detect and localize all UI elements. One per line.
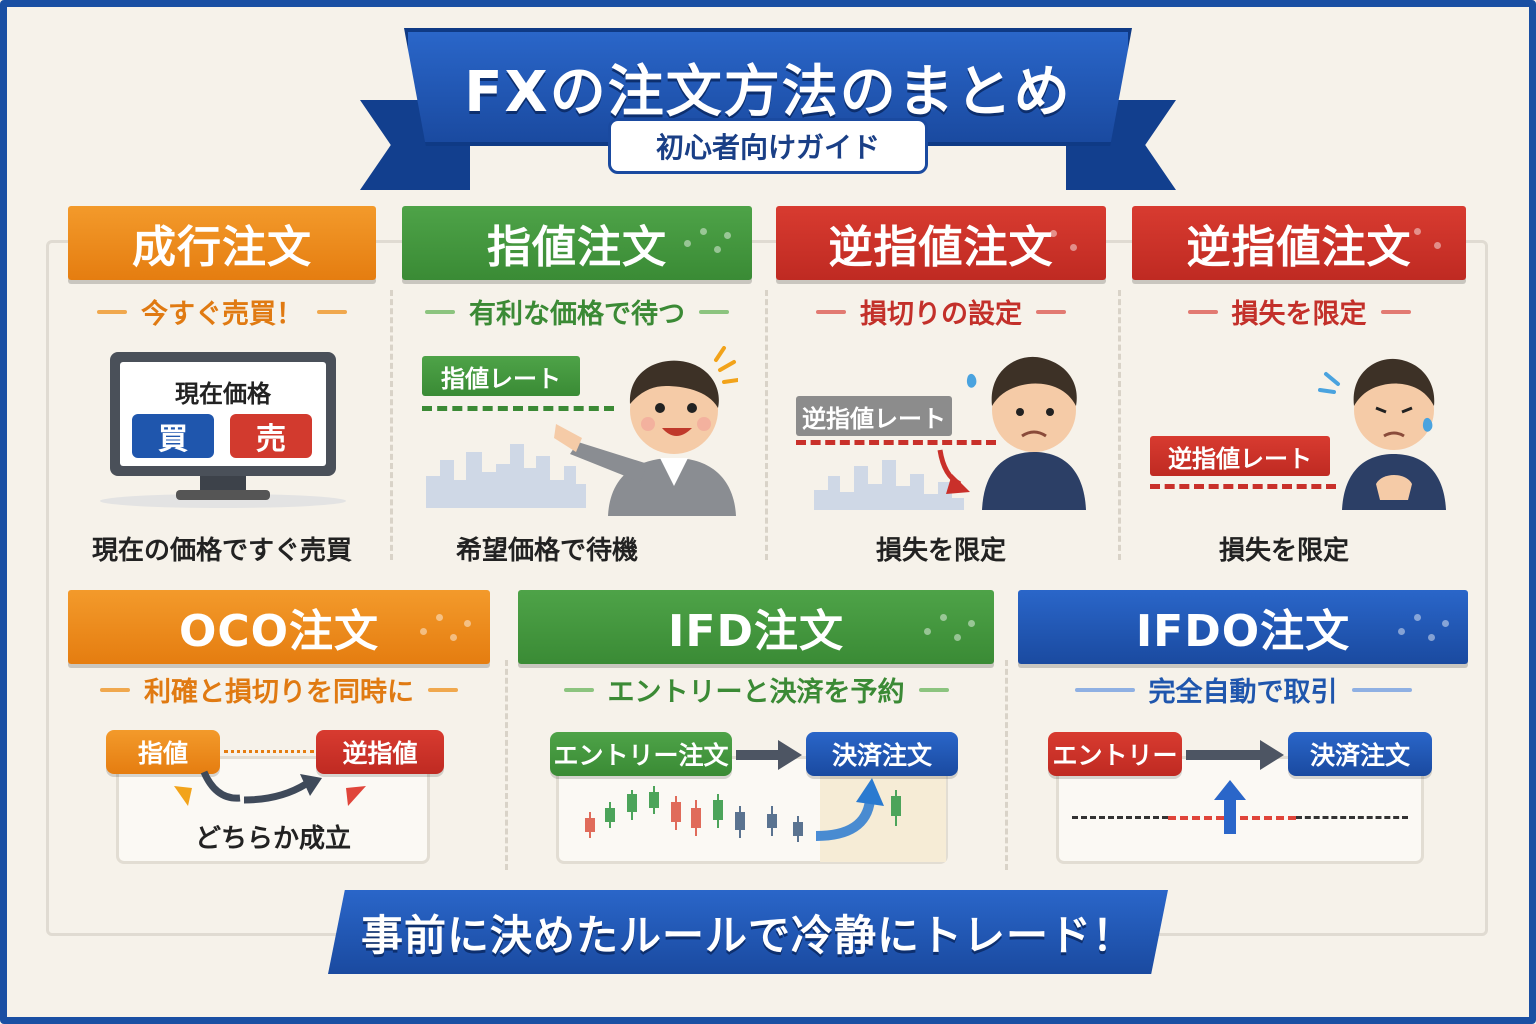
divider xyxy=(1005,660,1008,870)
current-price-label: 現在価格 xyxy=(175,380,271,408)
dash xyxy=(1351,687,1412,692)
stop-rate-line xyxy=(1150,484,1336,489)
oco-limit-pill: 指値 xyxy=(106,730,220,774)
tagline-text: 損切りの設定 xyxy=(860,299,1022,330)
ifdo-entry-pill: エントリー xyxy=(1048,732,1182,776)
footer-message: 事前に決めたルールで冷静にトレード！ xyxy=(360,910,1135,960)
card-market-order-header: 成行注文 xyxy=(68,206,376,280)
card-limit-order-header: 指値注文 xyxy=(402,206,752,280)
card-oco-header: OCO注文 xyxy=(68,590,490,664)
stop-rate-tag: 逆指値レート xyxy=(1150,436,1330,476)
down-arrow-icon xyxy=(937,449,970,494)
card-title: 逆指値注文 xyxy=(828,222,1054,273)
dash xyxy=(918,687,949,692)
card-title: OCO注文 xyxy=(178,606,380,657)
dash xyxy=(100,687,130,692)
oco-link-line xyxy=(224,750,314,753)
card-title: 指値注文 xyxy=(487,222,667,273)
city-skyline-icon xyxy=(814,460,964,510)
card-title: 逆指値注文 xyxy=(1186,222,1412,273)
sparkle-dots xyxy=(1390,220,1450,264)
card-ifd-tagline: エントリーと決済を予約 xyxy=(518,670,994,709)
card-market-order-tagline: 今すぐ売買！ xyxy=(68,292,376,331)
right-arrow-icon xyxy=(1186,740,1284,770)
right-arrow-icon xyxy=(736,740,802,770)
ifdo-rate-line xyxy=(1296,816,1408,819)
monitor-base xyxy=(176,490,270,500)
dash xyxy=(1380,309,1411,314)
page-title: FXの注文方法のまとめ xyxy=(464,59,1072,125)
oco-panel xyxy=(116,756,430,864)
oco-stop-pill: 逆指値 xyxy=(316,730,444,774)
sparkle-dots xyxy=(414,604,474,648)
tagline-text: 今すぐ売買！ xyxy=(141,299,303,330)
divider xyxy=(1118,290,1121,560)
ifd-exit-pill: 決済注文 xyxy=(806,732,958,776)
card-stop-loss-tagline: 損失を限定 xyxy=(1132,292,1466,331)
dash xyxy=(816,309,846,314)
card-stop-loss-header: 逆指値注文 xyxy=(1132,206,1466,280)
dash xyxy=(563,687,594,692)
ifd-highlight-zone xyxy=(820,770,946,862)
sparkle-dots xyxy=(676,220,736,264)
sparkle-dots xyxy=(1030,220,1090,264)
card-stop-order-tagline: 損切りの設定 xyxy=(776,292,1106,331)
oco-result: どちらか成立 xyxy=(194,824,351,854)
dash xyxy=(1074,687,1135,692)
dash xyxy=(97,309,127,314)
dash xyxy=(699,309,729,314)
footer-banner: 事前に決めたルールで冷静にトレード！ xyxy=(328,890,1168,974)
card-title: IFD注文 xyxy=(668,606,844,657)
card-market-order-caption: 現在の価格ですぐ売買 xyxy=(91,536,352,566)
sparkle-dots xyxy=(1392,604,1452,648)
sparkle-dots xyxy=(918,604,978,648)
divider xyxy=(505,660,508,870)
card-limit-order-caption: 希望価格で待機 xyxy=(455,536,638,566)
card-title: IFDO注文 xyxy=(1135,606,1351,657)
card-limit-order-tagline: 有利な価格で待つ xyxy=(402,292,752,331)
card-stop-order-caption: 損失を限定 xyxy=(875,536,1006,566)
subtitle-tag: 初心者向けガイド xyxy=(608,118,928,174)
card-title: 成行注文 xyxy=(132,222,312,273)
candlestick-chart-icon xyxy=(585,778,901,842)
up-arrow-icon xyxy=(1214,780,1246,834)
tagline-text: 損失を限定 xyxy=(1231,299,1367,330)
ifdo-rate-line xyxy=(1072,816,1168,819)
card-stop-order-header: 逆指値注文 xyxy=(776,206,1106,280)
dash xyxy=(428,687,458,692)
buy-button: 買 xyxy=(132,414,214,458)
tagline-text: 利確と損切りを同時に xyxy=(144,677,414,708)
card-oco-tagline: 利確と損切りを同時に xyxy=(68,670,490,709)
ifdo-exit-pill: 決済注文 xyxy=(1288,732,1432,776)
worried-man-icon xyxy=(966,356,1086,510)
happy-man-pointing-icon xyxy=(554,346,738,516)
card-ifdo-tagline: 完全自動で取引 xyxy=(1018,670,1468,709)
dash xyxy=(1187,309,1218,314)
divider xyxy=(390,290,393,560)
stop-rate-line xyxy=(796,440,996,445)
stop-rate-tag: 逆指値レート xyxy=(796,396,952,436)
divider xyxy=(765,290,768,560)
sell-button: 売 xyxy=(230,414,312,458)
exchange-arrows-icon xyxy=(174,770,366,806)
city-skyline-icon xyxy=(426,444,586,508)
monitor-icon: 現在価格 買 売 xyxy=(110,352,336,476)
monitor-screen: 現在価格 買 売 xyxy=(120,362,326,466)
dash xyxy=(425,309,455,314)
card-stop-loss-caption: 損失を限定 xyxy=(1218,536,1349,566)
tagline-text: 有利な価格で待つ xyxy=(469,299,685,330)
card-ifdo-header: IFDO注文 xyxy=(1018,590,1468,664)
dash xyxy=(317,309,347,314)
tagline-text: エントリーと決済を予約 xyxy=(607,677,905,708)
limit-rate-tag: 指値レート xyxy=(422,356,580,396)
limit-rate-line xyxy=(422,406,614,411)
card-ifd-header: IFD注文 xyxy=(518,590,994,664)
dash xyxy=(1036,309,1066,314)
anxious-man-icon xyxy=(1318,358,1446,510)
tagline-text: 完全自動で取引 xyxy=(1148,677,1338,708)
ifd-entry-pill: エントリー注文 xyxy=(550,732,732,776)
monitor-shadow xyxy=(100,494,346,508)
